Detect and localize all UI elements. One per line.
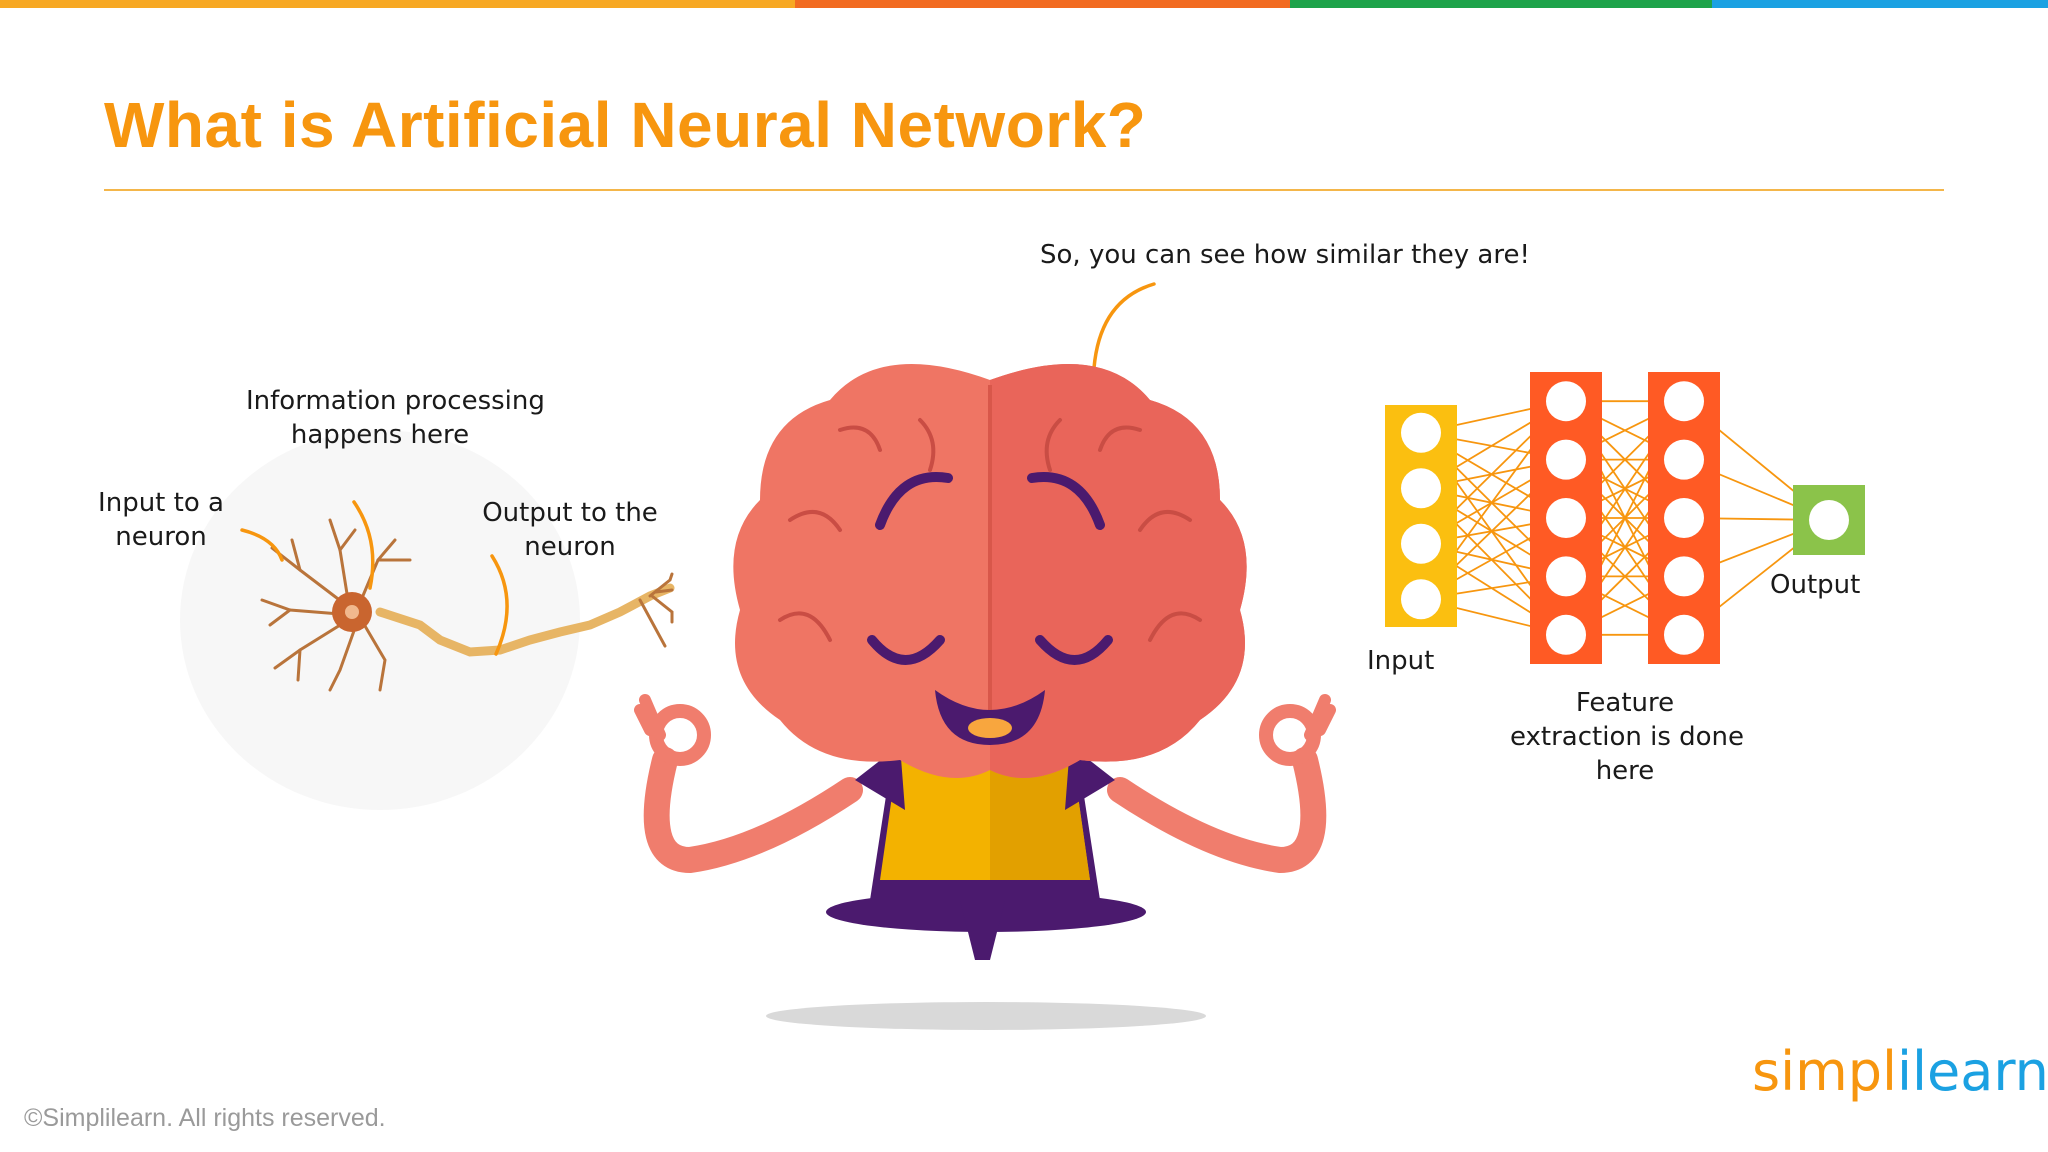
logo-text-ilearn: ilearn — [1897, 1040, 2048, 1103]
feature-label-line1: Feature — [1575, 688, 1675, 718]
nn-output-label: Output — [1770, 570, 1861, 600]
network-node — [1401, 579, 1441, 620]
pointer-arcs — [240, 282, 1156, 656]
brain-folds — [778, 418, 1202, 642]
arc-output-neuron — [490, 554, 509, 656]
network-node — [1664, 439, 1704, 480]
arc-input-neuron — [240, 528, 284, 562]
network-node — [1664, 498, 1704, 538]
network-node — [1664, 381, 1704, 422]
output-neuron-label: Output to the neuron — [480, 496, 660, 564]
bar-segment-orange — [795, 0, 1290, 8]
network-node — [1664, 614, 1704, 655]
left-eyebrow — [875, 472, 953, 530]
right-eye-closed — [1035, 635, 1113, 665]
arc-similar — [1092, 282, 1156, 370]
neuron-glow — [180, 430, 580, 810]
network-node — [1809, 500, 1849, 540]
network-node — [1401, 412, 1441, 453]
network-node — [1664, 556, 1704, 597]
input-neuron-label: Input to a neuron — [96, 486, 226, 554]
logo-text-simpl: simpl — [1752, 1040, 1898, 1103]
simplilearn-logo: simplilearn — [1752, 1040, 2048, 1103]
feature-extraction-label: Feature extraction is done here — [1510, 686, 1745, 788]
brain-character — [634, 364, 1336, 1030]
neuron-nucleus — [345, 605, 359, 619]
top-color-bar — [0, 0, 2048, 8]
nn-input-label: Input — [1367, 646, 1435, 676]
output-neuron-label-line1: Output to the — [482, 498, 658, 528]
processing-label-line1: Information processing — [246, 386, 545, 416]
network-node — [1546, 498, 1586, 538]
slide-title: What is Artificial Neural Network? — [104, 89, 1147, 161]
right-eyebrow — [1027, 472, 1105, 530]
shadow — [766, 1002, 1206, 1030]
network-node — [1546, 614, 1586, 655]
network-connections — [1420, 400, 1830, 636]
title-divider — [104, 189, 1944, 191]
feature-label-line2: extraction is done — [1510, 722, 1745, 752]
left-arm — [643, 747, 863, 874]
network-node — [1546, 439, 1586, 480]
arc-processing — [352, 500, 375, 590]
network-node — [1401, 523, 1441, 564]
bar-segment-green — [1290, 0, 1712, 8]
input-neuron-label-line1: Input to a — [98, 488, 224, 518]
face — [867, 472, 1113, 665]
network-node — [1546, 556, 1586, 597]
left-eye-closed — [867, 635, 945, 665]
input-neuron-label-line2: neuron — [115, 522, 207, 552]
bar-segment-blue — [1712, 0, 2048, 8]
copyright-footer: ©Simplilearn. All rights reserved. — [24, 1104, 386, 1132]
mouth — [935, 690, 1045, 745]
right-arm — [1107, 747, 1327, 874]
network-node — [1546, 381, 1586, 422]
bar-segment-yellow — [0, 0, 795, 8]
processing-label-line2: happens here — [290, 420, 470, 450]
output-neuron-label-line2: neuron — [524, 532, 616, 562]
processing-label: Information processing happens here — [246, 384, 545, 452]
similar-caption: So, you can see how similar they are! — [1040, 240, 1530, 270]
feature-label-line3: here — [1595, 756, 1655, 786]
network-node — [1401, 468, 1441, 509]
neural-network-diagram — [1385, 372, 1865, 664]
